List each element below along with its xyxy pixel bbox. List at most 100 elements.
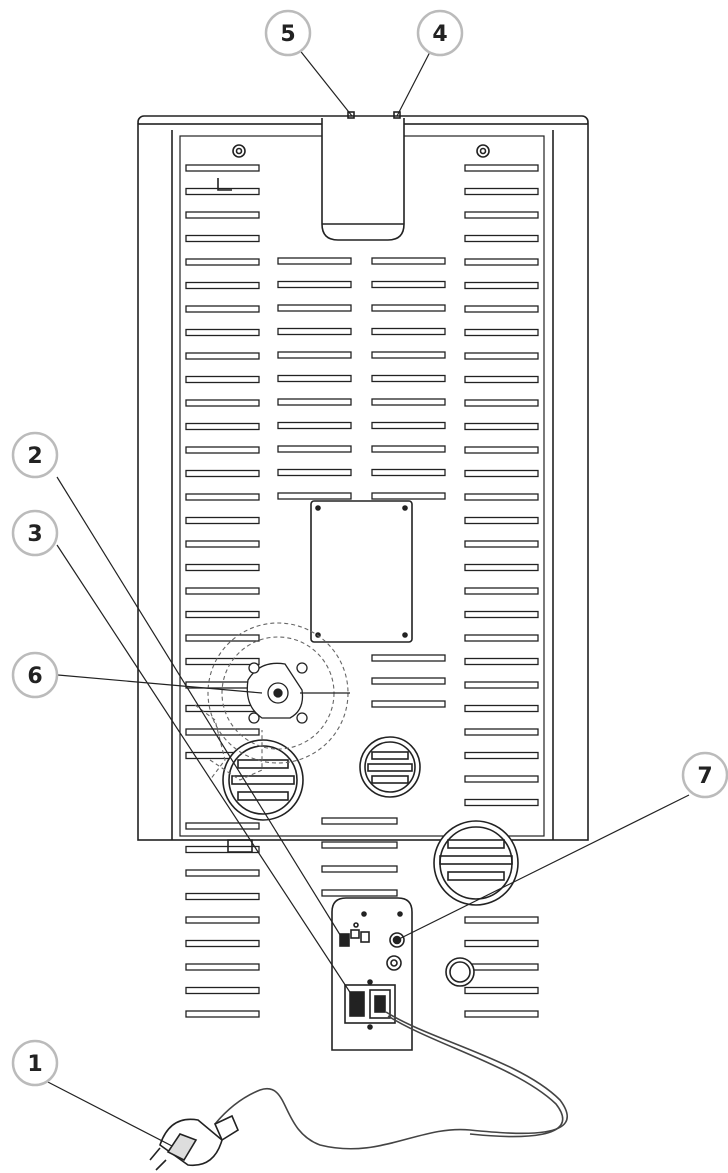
- vent-slot: [464, 657, 539, 666]
- vent-slot: [464, 587, 539, 595]
- callout-1-label: 1: [27, 1052, 42, 1077]
- vent-slot: [185, 399, 260, 407]
- callout-6-label: 6: [27, 664, 42, 689]
- vent-slot: [185, 352, 260, 360]
- vent-slot: [321, 841, 398, 849]
- vent-slot: [185, 963, 260, 971]
- vent-slot: [371, 257, 446, 265]
- vent-slot: [464, 563, 539, 572]
- vent-slot: [464, 469, 539, 478]
- callout-7: 7: [681, 751, 728, 799]
- vent-slot: [185, 939, 260, 948]
- vent-slot: [185, 305, 260, 313]
- vent-slot: [185, 281, 260, 290]
- vent-slot: [321, 889, 398, 897]
- vent-slot: [464, 352, 539, 360]
- vent-slot: [464, 399, 539, 407]
- vent-slot: [185, 986, 260, 995]
- round-vent-left: [222, 739, 304, 821]
- leader-lines: [43, 47, 690, 1147]
- vent-slot: [185, 634, 260, 642]
- vent-slot: [464, 281, 539, 290]
- vent-slot: [371, 677, 446, 685]
- vent-slot: [185, 187, 260, 196]
- vent-slot: [185, 657, 260, 666]
- vent-slot: [185, 728, 260, 736]
- vent-slot: [464, 610, 539, 619]
- vent-slot: [185, 328, 260, 337]
- vent-slot: [185, 234, 260, 243]
- vent-slot: [464, 164, 539, 172]
- vent-slot: [185, 258, 260, 266]
- vent-slot: [464, 422, 539, 431]
- vent-slot: [464, 751, 539, 760]
- vent-slot: [371, 445, 446, 453]
- vent-slot: [277, 351, 352, 359]
- thermostat-switch: [339, 933, 350, 947]
- callout-2: 2: [11, 431, 59, 479]
- vent-slot: [277, 421, 352, 430]
- vent-slot: [464, 681, 539, 689]
- vent-slot: [464, 775, 539, 783]
- mounting-bracket-detail: [246, 662, 350, 724]
- callout-3-label: 3: [27, 522, 42, 547]
- vent-slot: [185, 164, 260, 172]
- round-vents: [222, 736, 519, 906]
- callout-6: 6: [11, 651, 59, 699]
- vent-slot: [464, 187, 539, 196]
- vent-slot: [371, 654, 446, 662]
- vent-slot: [371, 700, 446, 708]
- ventilation-slots: [185, 164, 539, 1018]
- callout-1: 1: [11, 1039, 59, 1087]
- callout-4: 4: [416, 9, 464, 57]
- vent-slot: [185, 822, 260, 830]
- vent-slot: [464, 540, 539, 548]
- vent-slot: [185, 540, 260, 548]
- vent-slot: [371, 304, 446, 312]
- vent-slot: [321, 865, 398, 873]
- vent-slot: [371, 492, 446, 500]
- plug-icon: [149, 1114, 240, 1171]
- vent-slot: [277, 280, 352, 289]
- vent-slot: [371, 421, 446, 430]
- vent-slot: [185, 446, 260, 454]
- vent-slot: [185, 610, 260, 619]
- callout-2-label: 2: [27, 444, 42, 469]
- vent-slot: [371, 398, 446, 406]
- vent-slot: [277, 445, 352, 453]
- vent-slot: [185, 375, 260, 384]
- vent-slot: [464, 798, 539, 807]
- callout-5: 5: [264, 9, 312, 57]
- vent-slot: [277, 304, 352, 312]
- vent-slot: [464, 516, 539, 525]
- vent-slot: [371, 374, 446, 383]
- vent-slot: [277, 257, 352, 265]
- vent-slot: [464, 1010, 539, 1018]
- vent-slot: [464, 258, 539, 266]
- vent-slot: [464, 211, 539, 219]
- vent-slot: [464, 634, 539, 642]
- vent-slot: [371, 327, 446, 336]
- vent-slot: [185, 516, 260, 525]
- vent-slot: [185, 587, 260, 595]
- vent-slot: [464, 939, 539, 948]
- vent-slot: [185, 563, 260, 572]
- round-port: [445, 957, 475, 987]
- power-cord: [214, 1011, 568, 1150]
- vent-slot: [464, 986, 539, 995]
- vent-slot: [371, 468, 446, 477]
- vent-slot: [464, 305, 539, 313]
- vent-slot: [464, 963, 539, 971]
- vent-slot: [464, 234, 539, 243]
- round-vent-right: [433, 820, 519, 906]
- round-vent-center: [359, 736, 421, 798]
- callouts: 5 4 6 2 3 7 1: [11, 9, 728, 1087]
- vent-slot: [464, 446, 539, 454]
- vent-slot: [371, 280, 446, 289]
- vent-slot: [464, 728, 539, 736]
- vent-slot: [464, 493, 539, 501]
- vent-slot: [277, 398, 352, 406]
- callout-5-label: 5: [280, 22, 295, 47]
- control-panel: [331, 897, 413, 1051]
